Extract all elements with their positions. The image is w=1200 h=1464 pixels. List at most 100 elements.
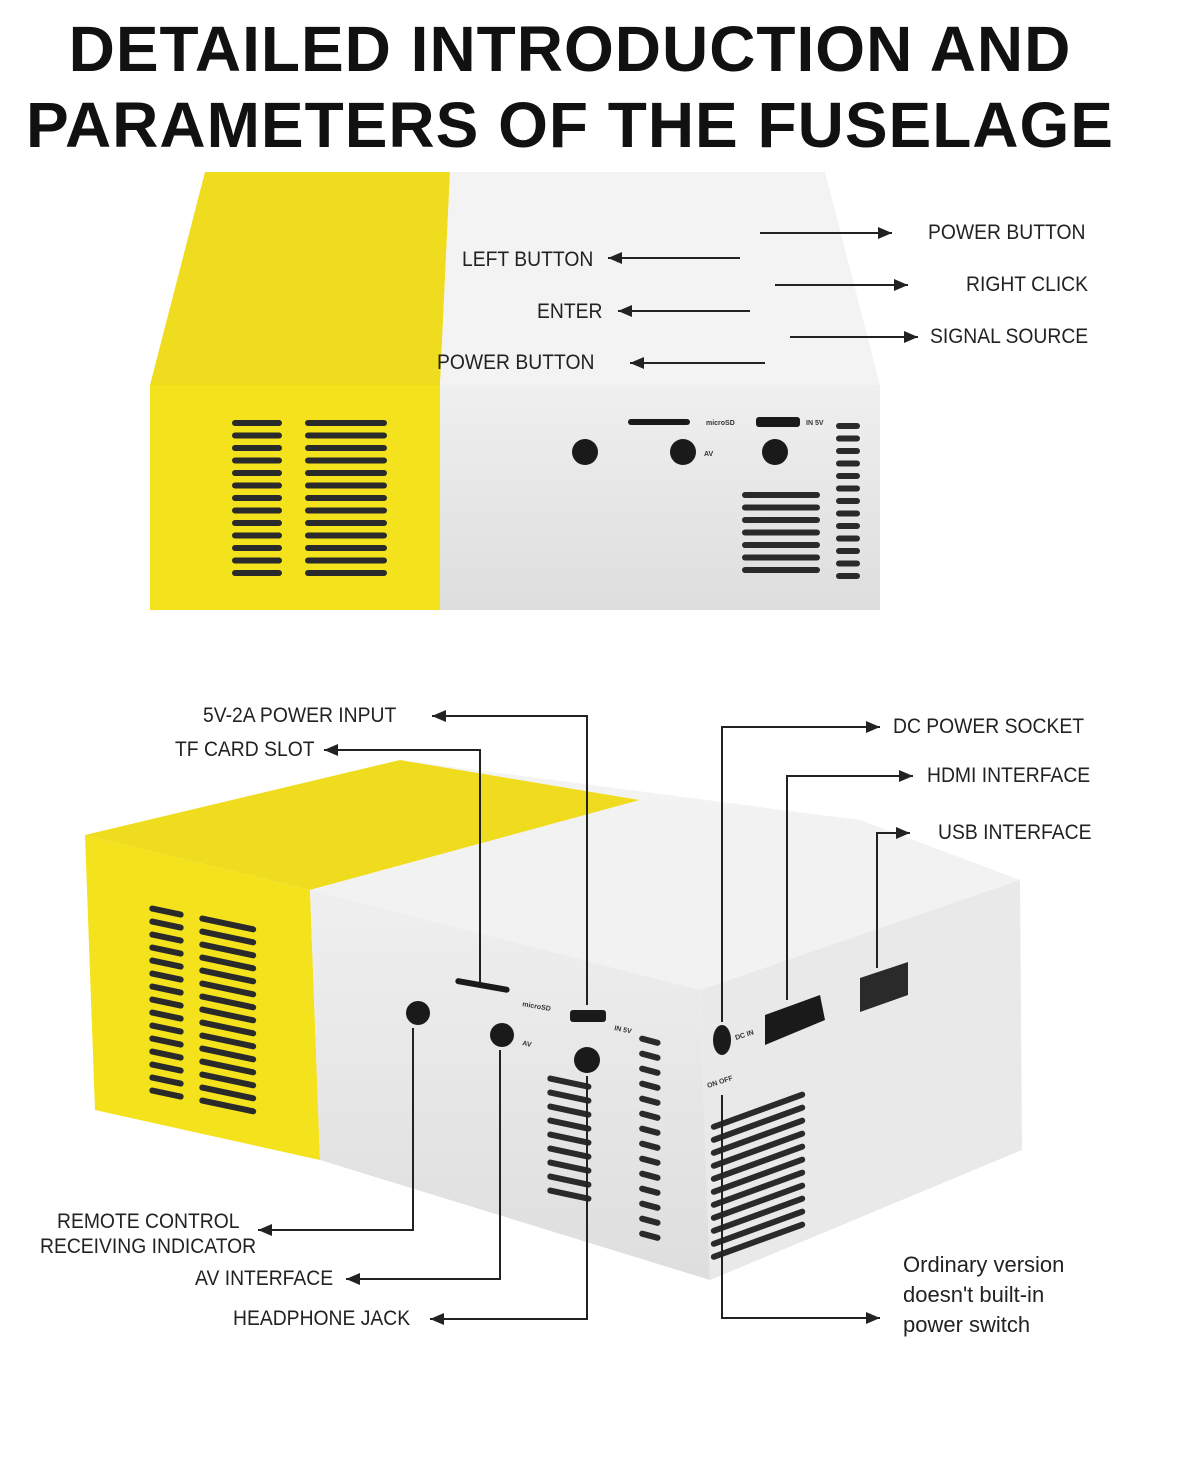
- vent-slot: [305, 570, 387, 576]
- vent-slot: [836, 523, 860, 529]
- vent-slot: [232, 520, 282, 526]
- vent-slot: [710, 1221, 806, 1260]
- port-mark-in5v: IN 5V: [614, 1025, 633, 1036]
- usb-port-icon: [860, 962, 908, 1012]
- vent-slot: [149, 905, 184, 918]
- vent-slot: [639, 1200, 661, 1211]
- vent-slot: [742, 517, 820, 523]
- label-signal-source: SIGNAL SOURCE: [930, 325, 1089, 348]
- vent-slot: [232, 495, 282, 501]
- vent-slot: [547, 1103, 592, 1118]
- vent-slot: [305, 457, 387, 464]
- vent-slot: [232, 420, 282, 426]
- tf-slot-icon: [628, 419, 690, 425]
- label-av-interface: AV INTERFACE: [195, 1267, 334, 1290]
- port-mark-av: AV: [522, 1040, 533, 1049]
- vent-slot: [199, 954, 257, 972]
- port-mark-microsd: microSD: [706, 420, 735, 427]
- vent-slot: [305, 545, 387, 551]
- label-enter: ENTER: [537, 300, 603, 323]
- vent-slot: [710, 1169, 806, 1208]
- vent-slot: [199, 941, 257, 959]
- vent-slot: [305, 445, 387, 451]
- vent-slot: [149, 944, 184, 957]
- vent-slot: [149, 931, 184, 944]
- vent-slot: [836, 510, 860, 517]
- vent-slot: [199, 915, 257, 933]
- label-power-button-right: POWER BUTTON: [928, 221, 1086, 244]
- vent-slot: [199, 928, 257, 946]
- vent-slot: [149, 1074, 184, 1087]
- vent-slot: [836, 535, 860, 542]
- vent-icon: [149, 905, 806, 1260]
- vent-slot: [199, 1045, 257, 1063]
- vent-slot: [199, 993, 257, 1011]
- vent-slot: [199, 1019, 257, 1037]
- vent-slot: [232, 445, 282, 451]
- vent-slot: [232, 507, 282, 514]
- vent-slot: [149, 970, 184, 983]
- vent-slot: [547, 1173, 592, 1188]
- vent-slot: [149, 1048, 184, 1061]
- ir-sensor-icon: [406, 1001, 430, 1025]
- vent-slot: [547, 1145, 592, 1160]
- vent-slot: [305, 432, 387, 439]
- headphone-jack-icon: [574, 1047, 600, 1073]
- vent-slot: [710, 1208, 806, 1247]
- vent-slot: [836, 448, 860, 454]
- vent-slot: [710, 1195, 806, 1234]
- vent-slot: [836, 460, 860, 467]
- vent-slot: [547, 1159, 592, 1174]
- av-jack-icon: [490, 1023, 514, 1047]
- vent-slot: [710, 1104, 806, 1143]
- projector-top-view: microSD IN 5V AV: [150, 172, 880, 610]
- vent-slot: [149, 1022, 184, 1035]
- vent-slot: [710, 1091, 806, 1130]
- vent-slot: [639, 1215, 661, 1226]
- vent-slot: [639, 1110, 661, 1121]
- vent-slot: [547, 1131, 592, 1146]
- vent-slot: [710, 1117, 806, 1156]
- vent-slot: [836, 498, 860, 504]
- vent-slot: [836, 560, 860, 567]
- headphone-jack-icon: [762, 439, 788, 465]
- vent-slot: [305, 482, 387, 489]
- label-tf-card-slot: TF CARD SLOT: [175, 738, 315, 761]
- vent-slot: [639, 1065, 661, 1076]
- label-dc-power-socket: DC POWER SOCKET: [893, 715, 1085, 738]
- vent-slot: [710, 1156, 806, 1195]
- vent-slot: [199, 980, 257, 998]
- vent-slot: [149, 1009, 184, 1022]
- vent-slot: [639, 1125, 661, 1136]
- vent-slot: [836, 485, 860, 492]
- title-line-1: DETAILED INTRODUCTION AND: [68, 13, 1072, 85]
- hdmi-port-icon: [765, 995, 825, 1045]
- vent-slot: [547, 1075, 592, 1090]
- vent-slot: [149, 983, 184, 996]
- vent-slot: [836, 473, 860, 479]
- vent-slot: [639, 1140, 661, 1151]
- vent-slot: [305, 495, 387, 501]
- power-switch-note: Ordinary version doesn't built-in power …: [903, 1250, 1064, 1340]
- vent-slot: [149, 1087, 184, 1100]
- vent-slot: [232, 482, 282, 489]
- vent-slot: [199, 1071, 257, 1089]
- label-remote-control: REMOTE CONTROL: [57, 1210, 240, 1233]
- vent-slot: [836, 423, 860, 429]
- projector-angled-view: microSD IN 5V AV DC IN ON OFF: [85, 760, 1022, 1280]
- vent-slot: [305, 557, 387, 564]
- label-hdmi-interface: HDMI INTERFACE: [927, 764, 1091, 787]
- vent-slot: [547, 1089, 592, 1104]
- vent-slot: [639, 1185, 661, 1196]
- vent-slot: [199, 1032, 257, 1050]
- note-line: doesn't built-in: [903, 1282, 1045, 1307]
- note-line: Ordinary version: [903, 1252, 1065, 1277]
- vent-slot: [305, 470, 387, 476]
- label-left-button: LEFT BUTTON: [462, 248, 594, 271]
- label-right-click: RIGHT CLICK: [966, 273, 1089, 296]
- tf-slot-icon: [455, 978, 510, 993]
- vent-slot: [742, 554, 820, 561]
- vent-slot: [639, 1095, 661, 1106]
- note-line: power switch: [903, 1312, 1031, 1337]
